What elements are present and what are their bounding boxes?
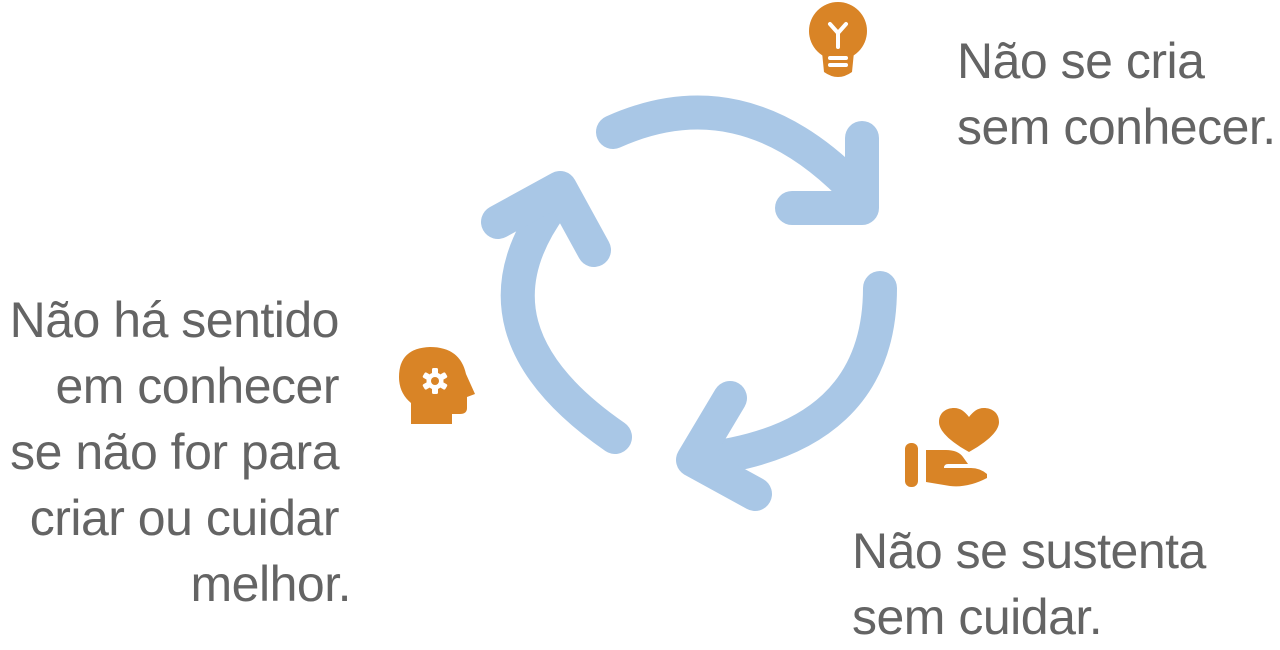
cycle-arrow-left [481, 171, 632, 454]
caption-line: Não se sustenta [852, 523, 1206, 579]
cycle-arrow-bottom [676, 271, 897, 511]
caption-line: sem cuidar. [852, 589, 1103, 645]
hand-heart-icon [905, 408, 999, 487]
cycle-arrow-top-right [596, 95, 879, 225]
step-caption-sustain: Não se sustenta sem cuidar. [852, 518, 1206, 650]
caption-line: se não for para [10, 424, 339, 480]
head-gear-icon [399, 347, 475, 424]
step-caption-create: Não se cria sem conhecer. [957, 28, 1276, 160]
step-caption-meaning: Não há sentido em conhecer se não for pa… [9, 287, 352, 617]
caption-line: Não há sentido [9, 292, 340, 348]
caption-line: melhor. [190, 556, 352, 612]
caption-line: sem conhecer. [957, 99, 1276, 155]
caption-line: em conhecer [55, 358, 339, 414]
caption-line: Não se cria [957, 33, 1205, 89]
lightbulb-icon [809, 2, 867, 77]
caption-line: criar ou cuidar [29, 490, 340, 546]
